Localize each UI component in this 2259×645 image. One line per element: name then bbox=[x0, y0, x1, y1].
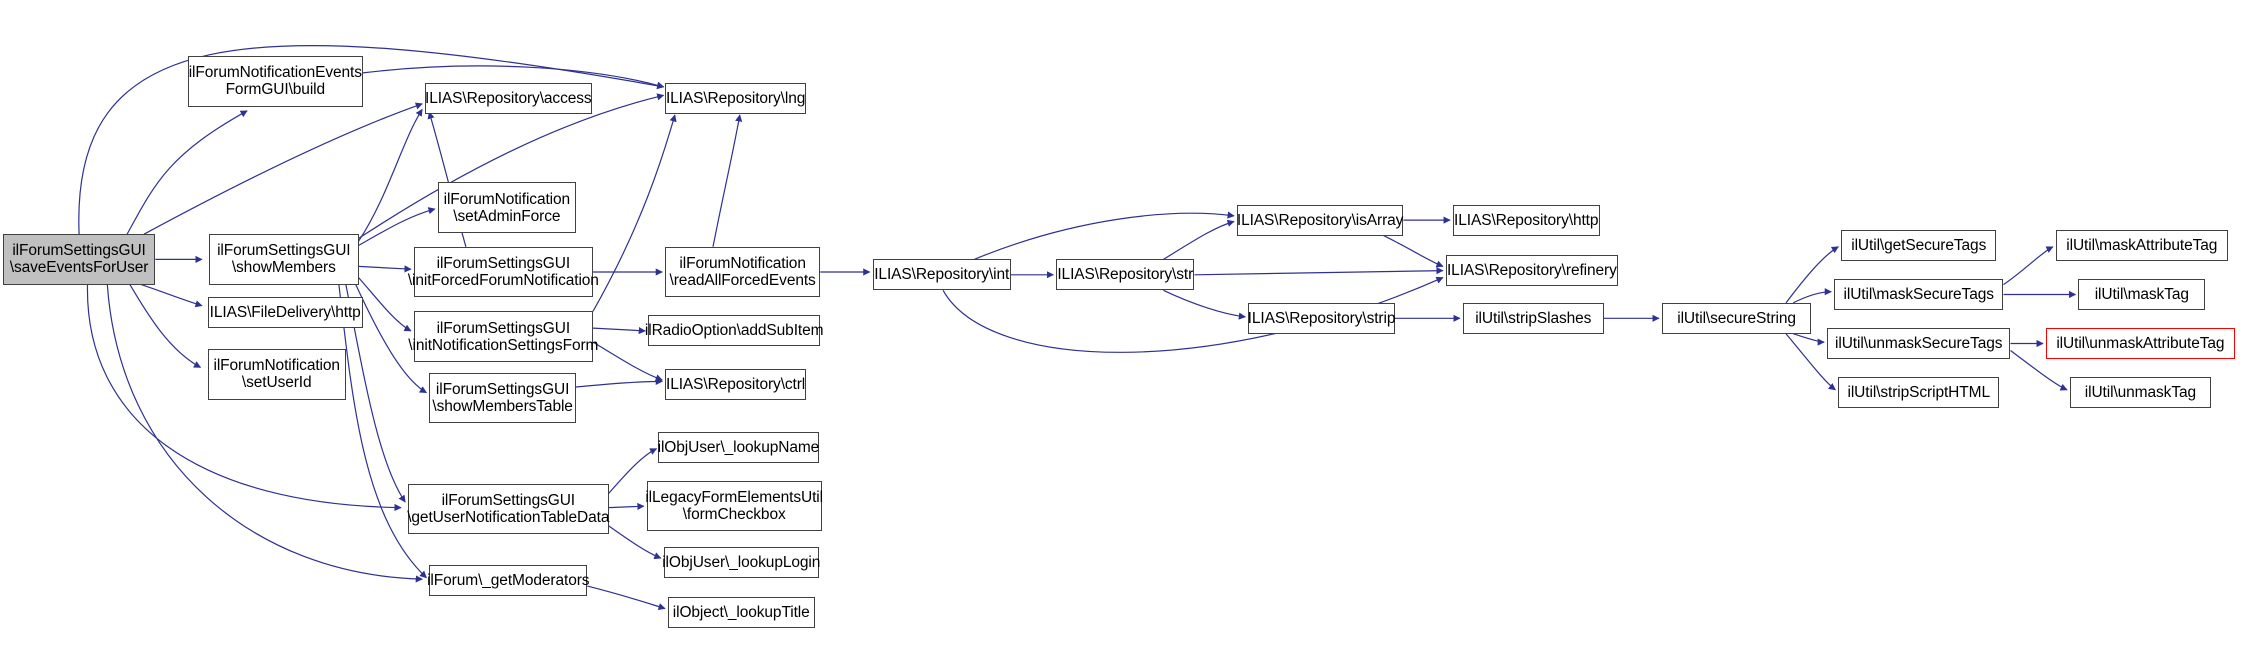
graph-edge-n18-to-n19 bbox=[587, 585, 666, 611]
graph-node-n24[interactable]: ILIAS\Repository\http bbox=[1452, 204, 1600, 236]
graph-node-n33[interactable]: ilUtil\maskTag bbox=[2078, 279, 2206, 310]
graph-edge-n21-to-n23 bbox=[1163, 289, 1247, 320]
graph-node-n31[interactable]: ilUtil\stripScriptHTML bbox=[1838, 377, 2000, 409]
graph-edge-n20-to-n22 bbox=[973, 211, 1235, 260]
graph-edge-n27-to-n28 bbox=[1785, 246, 1839, 304]
graph-edge-n10-to-n12 bbox=[592, 341, 663, 382]
graph-node-n27[interactable]: ilUtil\secureString bbox=[1661, 302, 1812, 334]
graph-node-n0[interactable]: ilForumSettingsGUI \saveEventsForUser bbox=[2, 234, 156, 285]
graph-node-n14[interactable]: ilObjUser\_lookupName bbox=[658, 431, 819, 463]
graph-node-n26[interactable]: ilUtil\stripSlashes bbox=[1462, 302, 1604, 334]
graph-node-n1[interactable]: ilForumNotificationEvents FormGUI\build bbox=[187, 56, 363, 107]
graph-node-n2[interactable]: ILIAS\Repository\access bbox=[424, 82, 592, 114]
graph-edge-n0-to-n8 bbox=[141, 284, 203, 308]
graph-node-n30[interactable]: ilUtil\unmaskSecureTags bbox=[1826, 328, 2011, 359]
graph-edge-n0-to-n1 bbox=[126, 110, 248, 235]
graph-edge-n0-to-n2 bbox=[143, 102, 423, 235]
graph-edge-n29-to-n32 bbox=[2003, 246, 2054, 286]
graph-edge-n7-to-n3 bbox=[712, 114, 743, 247]
graph-node-n18[interactable]: ilForum\_getModerators bbox=[427, 565, 590, 596]
graph-edge-n4-to-n6 bbox=[358, 265, 412, 273]
graph-node-n8[interactable]: ILIAS\FileDelivery\http bbox=[207, 297, 363, 329]
graph-node-n5[interactable]: ilForumNotification \setAdminForce bbox=[437, 182, 577, 233]
graph-node-n7[interactable]: ilForumNotification \readAllForcedEvents bbox=[664, 246, 821, 298]
graph-edge-n4-to-n5 bbox=[358, 207, 436, 246]
graph-edge-n10-to-n11 bbox=[592, 326, 646, 335]
graph-edge-n10-to-n3 bbox=[592, 114, 677, 312]
graph-node-n17[interactable]: ilObjUser\_lookupLogin bbox=[662, 546, 820, 578]
graph-node-n3[interactable]: ILIAS\Repository\lng bbox=[664, 82, 807, 114]
graph-node-n23[interactable]: ILIAS\Repository\strip bbox=[1248, 302, 1395, 334]
graph-node-n28[interactable]: ilUtil\getSecureTags bbox=[1841, 229, 1997, 261]
graph-node-n20[interactable]: ILIAS\Repository\int bbox=[872, 259, 1011, 291]
graph-node-n13[interactable]: ilForumSettingsGUI \showMembersTable bbox=[429, 372, 577, 424]
graph-edge-n4-to-n2 bbox=[358, 108, 423, 242]
graph-node-n21[interactable]: ILIAS\Repository\str bbox=[1056, 259, 1195, 291]
graph-edge-n21-to-n25 bbox=[1194, 267, 1444, 276]
graph-node-n4[interactable]: ilForumSettingsGUI \showMembers bbox=[208, 234, 359, 285]
graph-node-n9[interactable]: ilForumNotification \setUserId bbox=[207, 349, 346, 400]
graph-node-n11[interactable]: ilRadioOption\addSubItem bbox=[645, 315, 824, 347]
graph-edge-n27-to-n30 bbox=[1792, 333, 1825, 346]
graph-node-n34[interactable]: ilUtil\unmaskAttributeTag bbox=[2045, 328, 2235, 359]
graph-edge-n21-to-n22 bbox=[1163, 219, 1235, 260]
graph-edge-n0-to-n9 bbox=[129, 284, 202, 368]
graph-node-n35[interactable]: ilUtil\unmaskTag bbox=[2069, 377, 2211, 409]
graph-edge-n27-to-n29 bbox=[1792, 288, 1832, 304]
graph-edge-n0-to-n18 bbox=[106, 284, 423, 583]
graph-node-n15[interactable]: ilForumSettingsGUI \getUserNotificationT… bbox=[407, 483, 609, 535]
graph-node-n6[interactable]: ilForumSettingsGUI \initForcedForumNotif… bbox=[408, 246, 599, 298]
graph-edge-n13-to-n12 bbox=[575, 377, 663, 388]
graph-edge-n4-to-n10 bbox=[358, 277, 412, 332]
graph-node-n32[interactable]: ilUtil\maskAttributeTag bbox=[2055, 229, 2228, 261]
graph-node-n22[interactable]: ILIAS\Repository\isArray bbox=[1236, 204, 1403, 236]
graph-node-n29[interactable]: ilUtil\maskSecureTags bbox=[1834, 279, 2004, 310]
graph-node-n12[interactable]: ILIAS\Repository\ctrl bbox=[664, 368, 807, 400]
graph-node-n19[interactable]: ilObject\_lookupTitle bbox=[667, 597, 815, 629]
graph-edge-n15-to-n16 bbox=[608, 502, 645, 511]
graph-edge-n22-to-n25 bbox=[1383, 235, 1444, 268]
graph-node-n16[interactable]: ilLegacyFormElementsUtil \formCheckbox bbox=[645, 480, 823, 532]
graph-node-n10[interactable]: ilForumSettingsGUI \initNotificationSett… bbox=[408, 311, 598, 362]
graph-node-n25[interactable]: ILIAS\Repository\refinery bbox=[1445, 255, 1618, 287]
